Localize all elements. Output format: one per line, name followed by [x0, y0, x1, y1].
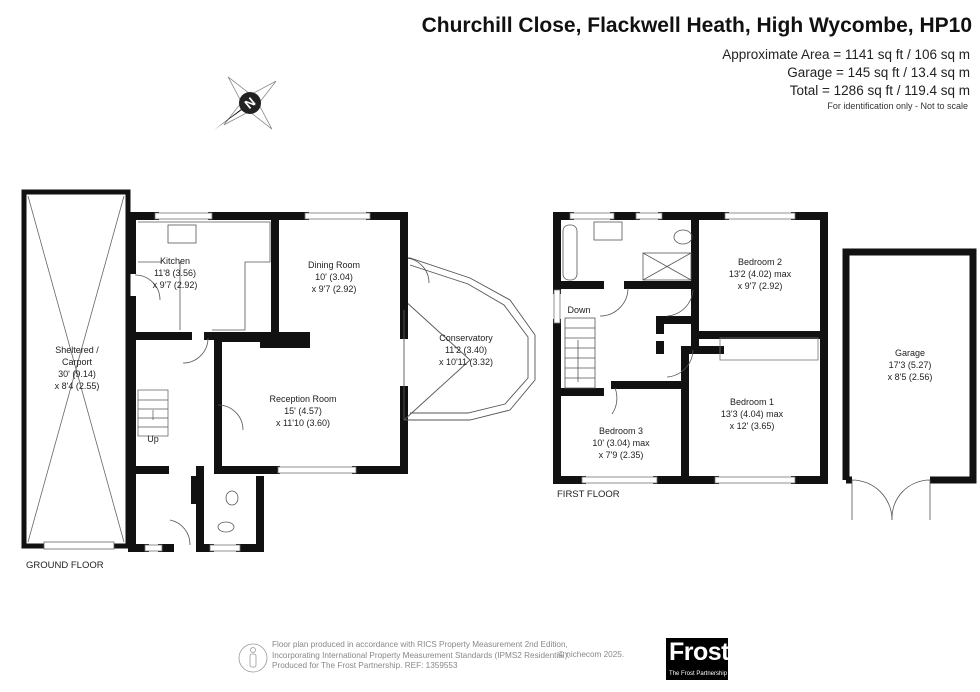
- footer-disclaimer: Floor plan produced in accordance with R…: [272, 640, 570, 670]
- approx-area: Approximate Area = 1141 sq ft / 106 sq m: [722, 47, 970, 62]
- svg-text:x 7'9 (2.35): x 7'9 (2.35): [599, 450, 644, 460]
- svg-text:x 12' (3.65): x 12' (3.65): [730, 421, 775, 431]
- svg-text:Dining Room: Dining Room: [308, 260, 360, 270]
- ground-floor-plan: [21, 189, 536, 552]
- svg-text:Reception Room: Reception Room: [269, 394, 336, 404]
- svg-text:Bedroom 2: Bedroom 2: [738, 257, 782, 267]
- svg-text:Bedroom 1: Bedroom 1: [730, 397, 774, 407]
- svg-text:Down: Down: [567, 305, 590, 315]
- svg-text:x 9'7 (2.92): x 9'7 (2.92): [153, 280, 198, 290]
- garage-plan: [842, 248, 977, 521]
- svg-text:Kitchen: Kitchen: [160, 256, 190, 266]
- svg-text:11'8 (3.56): 11'8 (3.56): [154, 268, 196, 278]
- svg-text:Sheltered /: Sheltered /: [55, 345, 99, 355]
- first-floor-label: FIRST FLOOR: [557, 489, 620, 500]
- svg-text:x 8'4 (2.55): x 8'4 (2.55): [55, 381, 100, 391]
- svg-text:13'2 (4.02) max: 13'2 (4.02) max: [729, 269, 792, 279]
- person-icon: [238, 643, 268, 673]
- svg-text:Conservatory: Conservatory: [439, 333, 493, 343]
- ground-floor-label: GROUND FLOOR: [26, 560, 104, 571]
- copyright: © nichecom 2025.: [558, 650, 625, 659]
- svg-text:17'3 (5.27): 17'3 (5.27): [889, 360, 932, 370]
- svg-text:10' (3.04): 10' (3.04): [315, 272, 353, 282]
- svg-text:x 11'10 (3.60): x 11'10 (3.60): [276, 418, 330, 428]
- scale-note: For identification only - Not to scale: [827, 101, 968, 111]
- property-title: Churchill Close, Flackwell Heath, High W…: [421, 14, 972, 37]
- svg-text:x 9'7 (2.92): x 9'7 (2.92): [738, 281, 783, 291]
- svg-text:Carport: Carport: [62, 357, 93, 367]
- first-floor-labels: Bedroom 2 13'2 (4.02) max x 9'7 (2.92) B…: [557, 257, 792, 500]
- svg-text:x 10'11 (3.32): x 10'11 (3.32): [439, 357, 493, 367]
- svg-text:Garage: Garage: [895, 348, 925, 358]
- svg-text:30' (9.14): 30' (9.14): [58, 369, 96, 379]
- garage-labels: Garage 17'3 (5.27) x 8'5 (2.56): [888, 348, 933, 382]
- frost-logo: Frost The Frost Partnership: [666, 638, 730, 680]
- total-area: Total = 1286 sq ft / 119.4 sq m: [789, 83, 970, 98]
- svg-text:Bedroom 3: Bedroom 3: [599, 426, 643, 436]
- garage-area: Garage = 145 sq ft / 13.4 sq m: [787, 65, 970, 80]
- svg-text:11'2 (3.40): 11'2 (3.40): [445, 345, 487, 355]
- area-summary: Approximate Area = 1141 sq ft / 106 sq m…: [722, 46, 970, 100]
- first-floor-plan: [553, 212, 828, 484]
- svg-text:15' (4.57): 15' (4.57): [284, 406, 322, 416]
- svg-text:x 9'7 (2.92): x 9'7 (2.92): [312, 284, 357, 294]
- svg-text:x 8'5 (2.56): x 8'5 (2.56): [888, 372, 933, 382]
- svg-text:Up: Up: [147, 434, 159, 444]
- svg-text:13'3 (4.04) max: 13'3 (4.04) max: [721, 409, 784, 419]
- svg-text:10' (3.04) max: 10' (3.04) max: [592, 438, 650, 448]
- compass-icon: N: [214, 76, 277, 130]
- ground-floor-labels: Kitchen 11'8 (3.56) x 9'7 (2.92) Dining …: [26, 256, 493, 571]
